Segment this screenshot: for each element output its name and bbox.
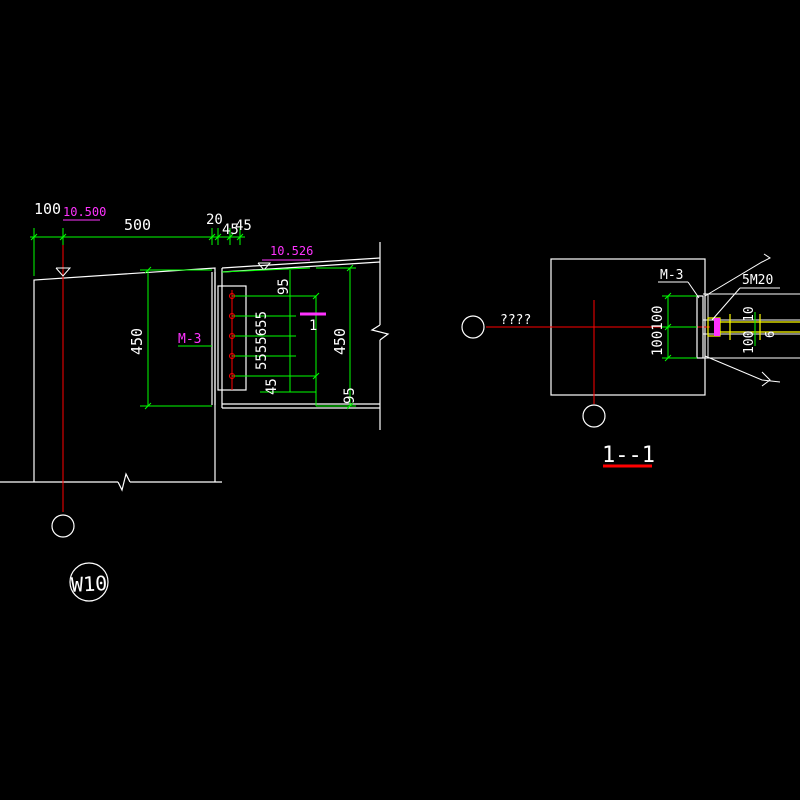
dim-6: 6 bbox=[763, 331, 777, 338]
dimension-lines bbox=[30, 228, 356, 410]
axis-label-w10: W10 bbox=[71, 571, 108, 597]
axis-bubble-w10 bbox=[69, 562, 109, 602]
dim-100: 100 bbox=[34, 200, 61, 218]
bolt-hole bbox=[229, 313, 235, 319]
axis-bubble-bottom bbox=[582, 404, 606, 428]
bolt-label: 5M20 bbox=[742, 273, 773, 288]
bolt-hole bbox=[229, 333, 235, 339]
section-1-1-view: ???? M-3 5M20 100100 100 10 6 1--1 bbox=[461, 253, 800, 468]
dim-450-left: 450 bbox=[128, 328, 146, 355]
dim-45-b: 45 bbox=[235, 218, 252, 234]
bolt-group bbox=[229, 290, 235, 390]
elevation-right: 10.526 bbox=[270, 244, 313, 258]
elevation-marker-left bbox=[55, 267, 72, 277]
section-dimensions bbox=[662, 292, 756, 362]
dim-95-bottom: 95 bbox=[342, 387, 358, 404]
dim-45-bottom: 45 bbox=[264, 378, 280, 395]
plate-label-right: M-3 bbox=[660, 268, 683, 283]
bolt-hole bbox=[229, 373, 235, 379]
elevation-marker-right bbox=[257, 262, 272, 271]
elevation-left: 10.500 bbox=[63, 205, 106, 219]
dim-45-a: 45 bbox=[222, 222, 239, 238]
dim-100-right: 100 bbox=[742, 331, 757, 354]
dim-100-100: 100100 bbox=[650, 305, 666, 356]
axis-bubble-bottom-left bbox=[51, 514, 75, 538]
section-bolt-head bbox=[714, 318, 720, 336]
beam-outline bbox=[211, 242, 390, 430]
bolt-hole bbox=[229, 353, 235, 359]
axis-bubble-left bbox=[461, 315, 485, 339]
bolt-pitch-stack: 5555655 bbox=[254, 311, 270, 370]
section-leaders bbox=[658, 253, 781, 387]
section-mark-label: 1 bbox=[309, 318, 317, 334]
dim-500: 500 bbox=[124, 216, 151, 234]
dim-95-top: 95 bbox=[276, 278, 292, 295]
section-axis-label: ???? bbox=[500, 313, 531, 328]
dim-20: 20 bbox=[206, 212, 223, 228]
section-title: 1--1 bbox=[602, 443, 655, 468]
dim-10: 10 bbox=[742, 306, 757, 322]
left-elevation-view: 100 10.500 500 20 45 45 10.526 450 450 9… bbox=[0, 200, 390, 602]
dim-450-right: 450 bbox=[331, 328, 349, 355]
bolt-hole bbox=[229, 293, 235, 299]
plate-label-left: M-3 bbox=[178, 332, 201, 347]
